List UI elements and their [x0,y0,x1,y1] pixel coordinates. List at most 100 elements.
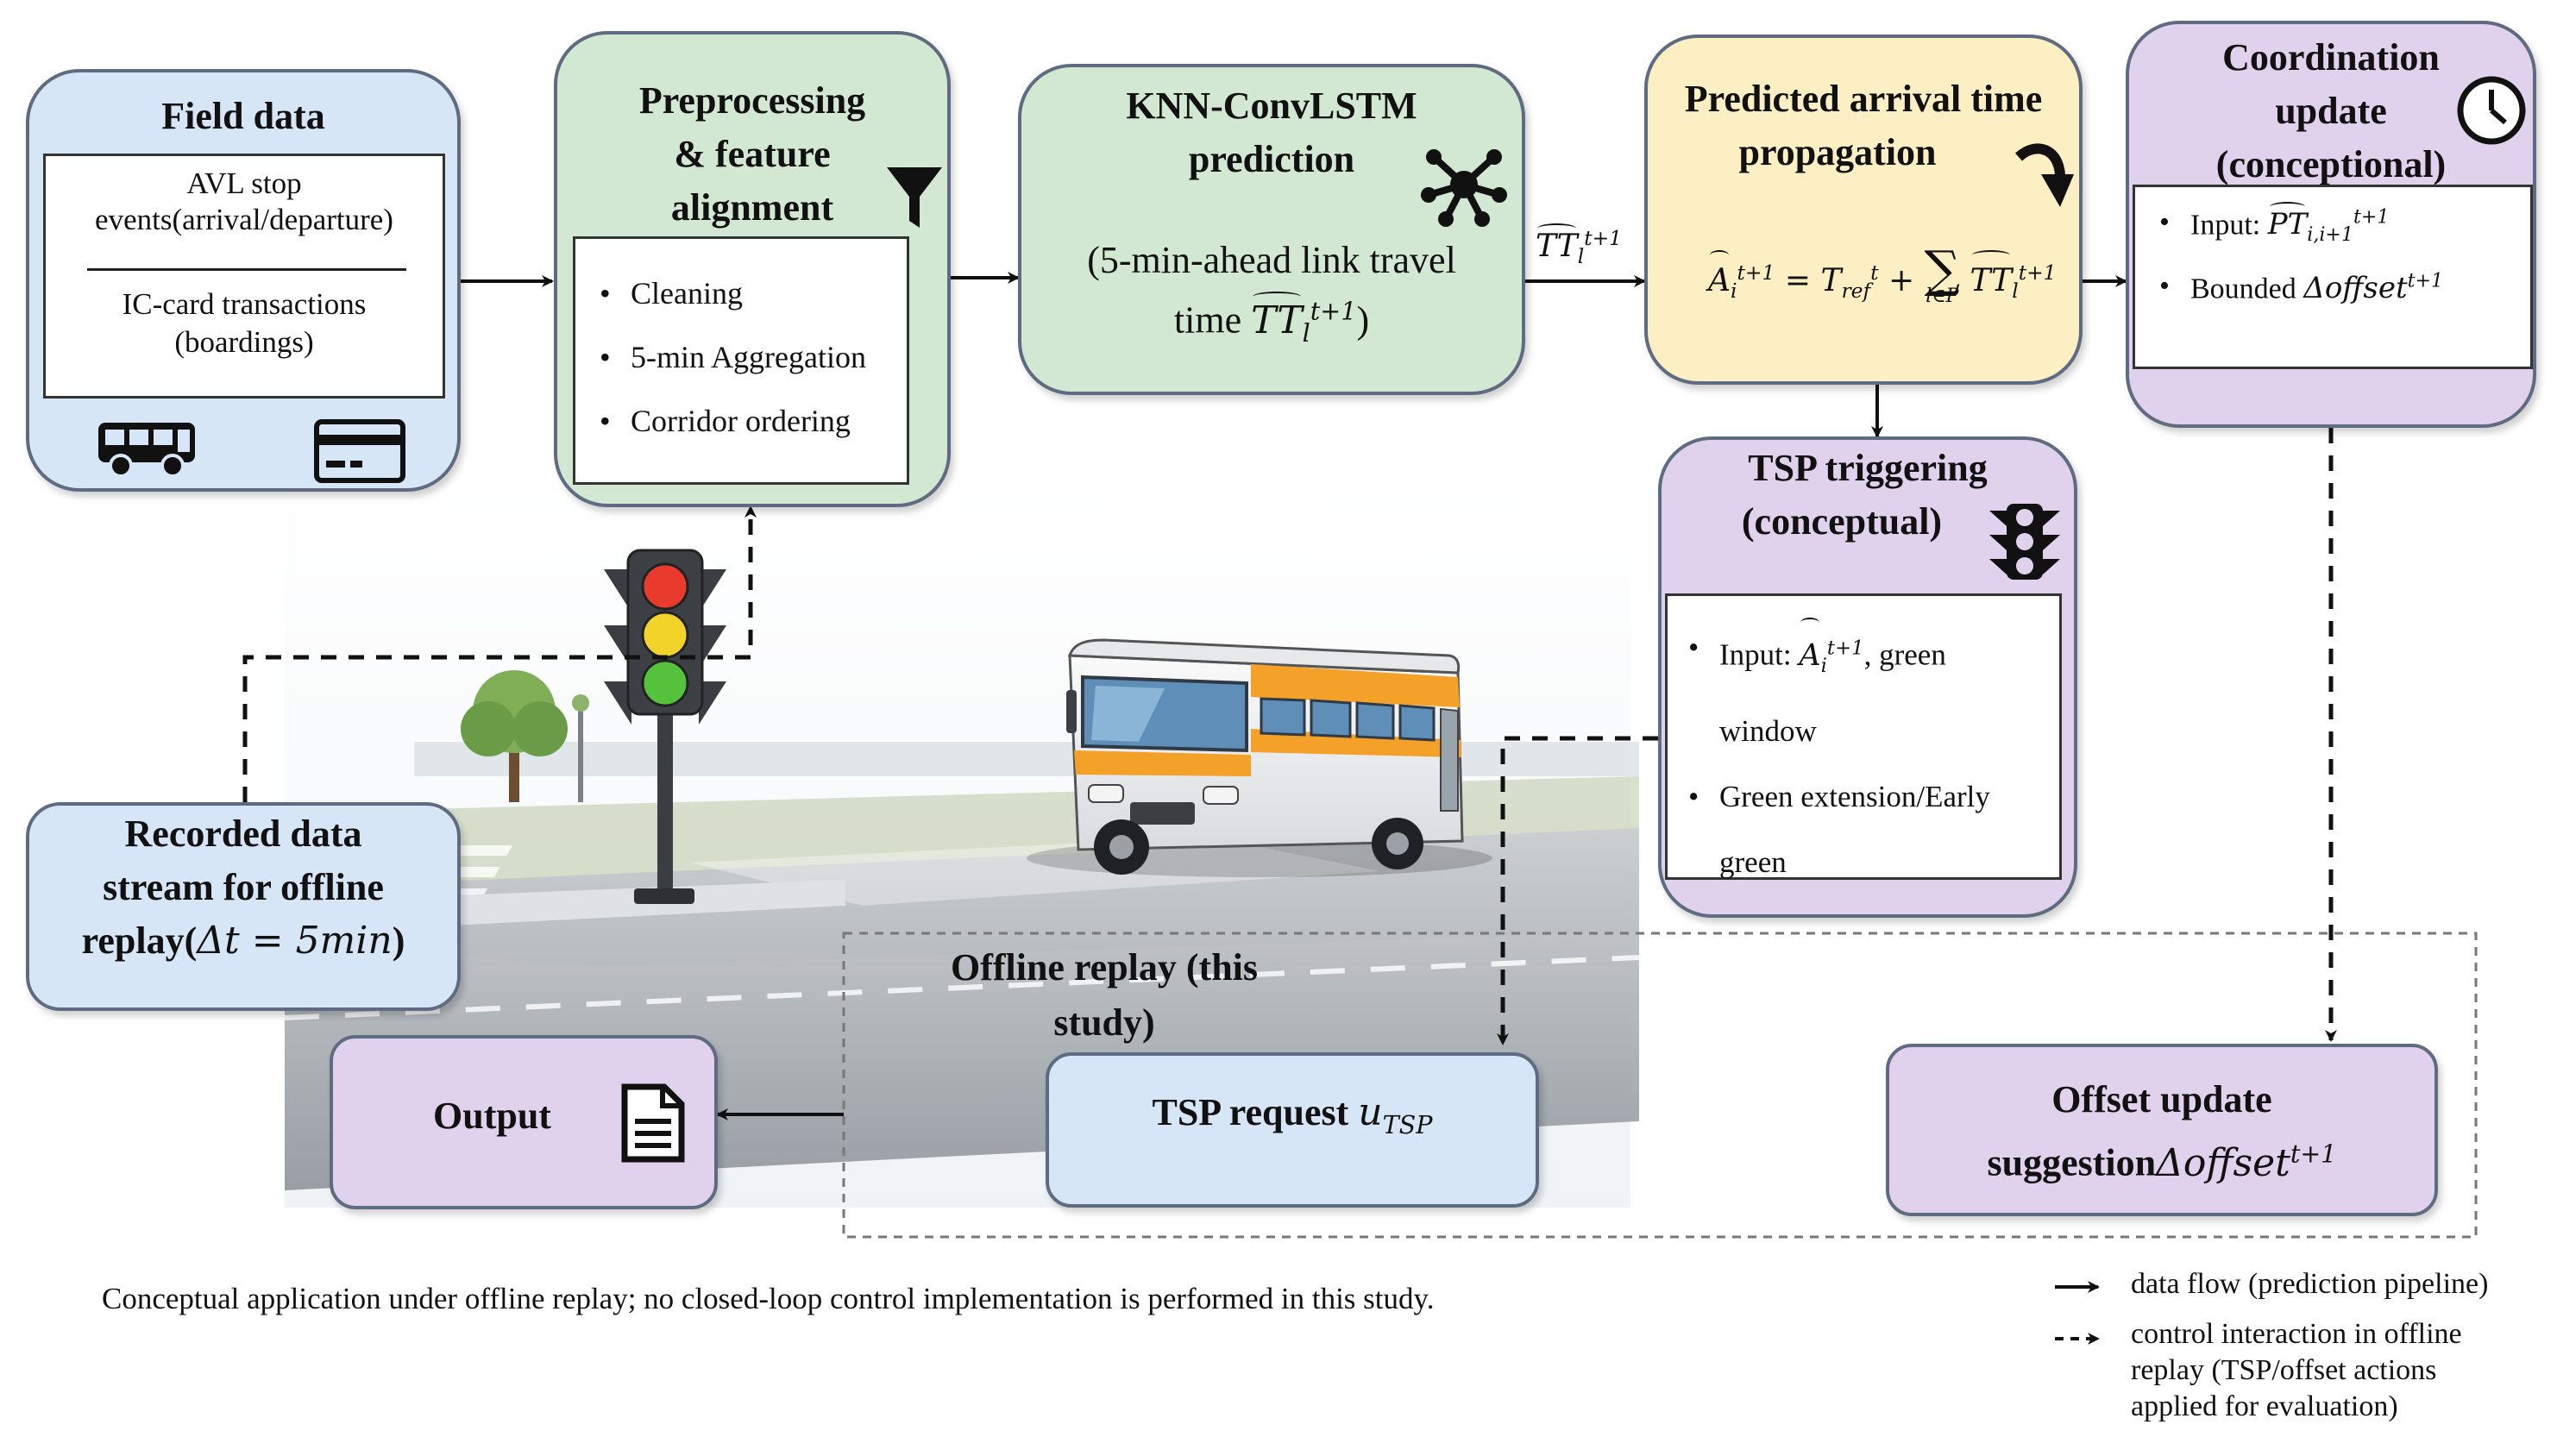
tsp-triggering-box: TSP triggering (conceptual) Input: Ait+1… [1658,436,2077,918]
network-icon [1421,149,1507,227]
figure-caption: Conceptual application under offline rep… [102,1282,1435,1315]
tsp-trigger-inner: Input: Ait+1, green window Green extensi… [1665,593,2062,880]
bus-illustration [1027,638,1492,877]
preprocessing-title-2: & feature [674,133,831,175]
eq-t: T [1820,263,1842,298]
tsp-request-var: u [1358,1090,1383,1134]
traffic-light-icon [1989,504,2060,580]
offline-title-2: study) [1053,1001,1155,1044]
knn-desc-pre: time [1173,298,1252,342]
tsp-input-pre: Input: [1719,637,1800,672]
offline-title-1: Offline replay (this [950,946,1259,988]
knn-desc-sup: t+1 [1310,296,1357,325]
eq-sum: ∑ [1924,240,1961,298]
coordination-update-box: Coordination update (conceptional) Input… [2126,21,2536,428]
coordination-inner: Input: PTi,i+1t+1 Bounded Δoffsett+1 [2133,185,2533,369]
knn-title-2: prediction [1188,138,1355,180]
tsp-input-sup: t+1 [1826,637,1864,659]
output-label: Output [433,1095,551,1137]
offset-title-2-sup: t+1 [2290,1139,2337,1168]
tsp-request-box: TSP request uTSP [1046,1052,1539,1208]
offset-title-2-pre: suggestion [1987,1141,2157,1184]
tsp-input-post: , green [1863,637,1946,672]
propagation-equation: Ait+1 = Treft + ∑l∈P TTlt+1 [1708,240,2057,317]
predicted-title-1: Predicted arrival time [1684,78,2043,120]
eq-a-sup: t+1 [1737,260,1775,285]
arrow-label-sup: t+1 [1584,226,1623,250]
tsp-input-sub: i [1820,654,1827,677]
bus-icon [98,423,195,478]
curved-arrow-icon [2014,143,2074,207]
step-corridor-ordering: Corridor ordering [600,403,900,467]
eq-t-sup: t [1870,260,1879,285]
avl-line-2: events(arrival/departure) [95,203,393,236]
tsp-input-var: A [1799,617,1821,688]
predicted-title-2: propagation [1738,131,1937,173]
control-interaction-connectors [242,428,2337,1045]
recorded-title-3-post: ) [392,919,405,962]
coord-input-pre: Input: [2190,209,2268,242]
ic-card-line-1: IC-card transactions [122,287,367,321]
field-data-inner: AVL stop events(arrival/departure) IC-ca… [43,154,445,399]
eq-plus: + [1888,263,1915,298]
arrow-label-tt: TTlt+1 [1536,223,1623,269]
recorded-title-3: replay(Δt = 5min) [29,914,457,968]
recorded-title-3-math: Δt = 5min [197,919,393,963]
offline-replay-label: Offline replay (this study) [914,940,1294,1051]
data-flow-arrows [461,272,2127,1120]
tsp-green-line1: Green extension/Early [1719,779,1990,813]
tsp-trigger-items: Input: Ait+1, green window Green extensi… [1688,615,2052,895]
tsp-request-sub: TSP [1382,1109,1433,1139]
arrow-label-sub: l [1577,244,1585,269]
coord-input-sub: i,i+1 [2307,223,2354,247]
document-icon [621,1083,685,1163]
coord-bounded-var: Δoffset [2303,271,2408,306]
step-aggregation: 5-min Aggregation [600,339,900,403]
filter-icon [887,167,942,228]
knn-description-1: (5-min-ahead link travel [1087,239,1456,281]
step-cleaning: Cleaning [600,275,900,339]
offset-title-2-var: Δoffset [2156,1140,2290,1185]
tsp-input-line2: window [1719,713,1817,748]
offset-title-2: suggestionΔoffsett+1 [1889,1127,2434,1190]
legend-dashed-l2: replay (TSP/offset actions [2131,1354,2437,1386]
preprocessing-box: Preprocessing & feature alignment Cleani… [554,31,951,507]
coord-bounded-sup: t+1 [2407,270,2444,292]
offline-replay-frame [842,932,2478,1239]
knn-title-1: KNN-ConvLSTM [1126,85,1417,127]
predicted-arrival-box: Predicted arrival time propagation Ait+1… [1644,35,2083,385]
ic-card-line-2: (boardings) [174,325,314,359]
recorded-title-3-pre: replay( [81,919,198,962]
recorded-title-2: stream for offline [103,866,384,908]
field-data-box: Field data AVL stop events(arrival/depar… [26,69,461,492]
knn-desc-post: ) [1356,298,1370,342]
eq-tt: TT [1970,250,2012,307]
card-icon [314,419,405,483]
tsp-green-line2: green [1719,844,1787,879]
offset-update-box: Offset update suggestionΔoffsett+1 [1886,1044,2438,1216]
eq-equals: = [1784,263,1811,298]
output-box: Output [330,1035,718,1209]
knn-description-2: time TTlt+1) [1021,286,1522,356]
eq-tt-sub: l [2012,279,2019,304]
eq-t-sub: ref [1841,279,1871,304]
legend-dashed-l3: applied for evaluation) [2131,1390,2398,1422]
eq-sum-sub: l∈P [1926,286,1959,307]
offset-title-1: Offset update [2051,1078,2272,1120]
traffic-light-illustration [604,549,726,904]
knn-desc-var: TT [1251,291,1303,345]
recorded-title-1: Recorded data [124,813,362,855]
eq-a: A [1708,250,1731,307]
eq-a-sub: i [1731,279,1737,304]
coord-input-var: PT [2267,202,2308,242]
tsp-request-text: TSP request [1152,1091,1359,1133]
field-data-divider [87,268,406,271]
preprocessing-title-1: Preprocessing [638,79,866,122]
eq-tt-sup: t+1 [2018,260,2057,285]
coordination-item-input: Input: PTi,i+1t+1 [2159,202,2523,270]
tsp-trigger-title-1: TSP triggering [1748,447,1988,489]
preprocessing-title-3: alignment [670,186,834,229]
legend-dashed-text: control interaction in offline replay (T… [2131,1316,2462,1425]
field-data-title: Field data [161,95,325,137]
